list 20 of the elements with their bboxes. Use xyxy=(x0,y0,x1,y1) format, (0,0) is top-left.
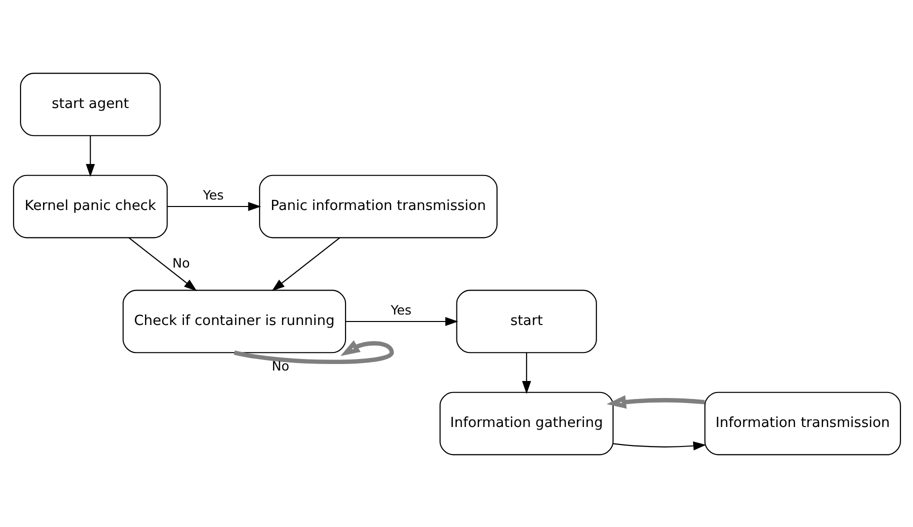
arrow xyxy=(606,394,704,408)
edge-label: No xyxy=(172,256,190,271)
arrow xyxy=(167,202,261,211)
node-box: Information transmission xyxy=(704,391,900,455)
node-box: start agent xyxy=(20,72,160,136)
arrow xyxy=(522,352,531,394)
edge-label: No xyxy=(271,359,289,374)
arrow xyxy=(345,316,458,326)
arrow xyxy=(612,440,706,450)
arrow xyxy=(233,340,394,364)
arrow xyxy=(128,236,196,291)
arrow xyxy=(85,135,94,176)
node-box: Panic information transmission xyxy=(258,174,498,238)
arrow xyxy=(271,236,340,291)
edge-label: Yes xyxy=(390,303,412,318)
node-box: Kernel panic check xyxy=(12,174,168,238)
node-box: start xyxy=(456,289,596,353)
node-box: Information gathering xyxy=(439,391,614,455)
node-box: Check if container is running xyxy=(122,289,346,353)
edge-label: Yes xyxy=(202,188,224,204)
